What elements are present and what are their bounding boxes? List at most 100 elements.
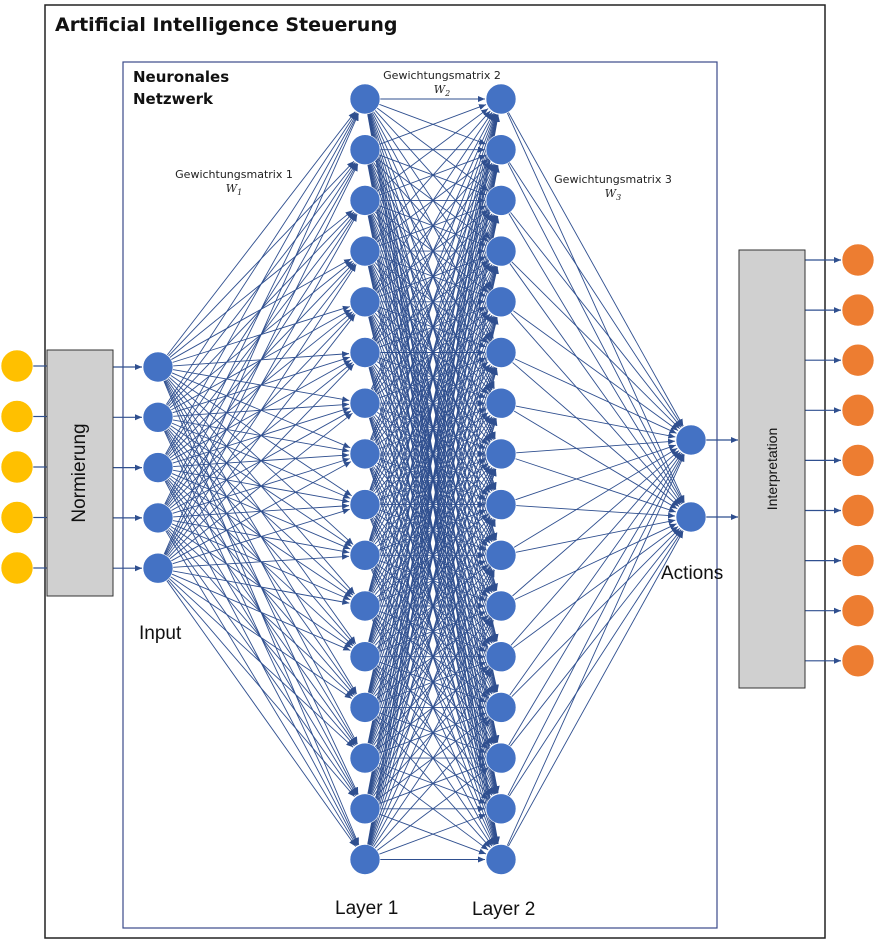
input-neuron: [142, 452, 174, 483]
input-neuron: [142, 401, 174, 433]
output-node: [841, 243, 875, 277]
connection-w2: [368, 367, 498, 846]
connection-w2: [372, 112, 493, 290]
layer2-neuron: [485, 286, 517, 318]
normalization-label: Normierung: [69, 423, 90, 523]
connection-w3: [509, 211, 682, 428]
connection-w2: [372, 669, 493, 848]
diagram-title: Artificial Intelligence Steuerung: [55, 14, 398, 36]
connection-w2: [367, 114, 499, 693]
connection-w2: [367, 266, 499, 845]
connection-w3: [507, 111, 684, 427]
layer2-neuron: [485, 185, 517, 216]
connection-w1: [172, 570, 350, 605]
connection-w3: [506, 112, 685, 503]
action-neuron: [675, 424, 707, 456]
connection-w2: [378, 104, 487, 145]
weight-matrix-2-symbol: W2: [433, 83, 451, 99]
interpretation-label: Interpretation: [764, 427, 780, 511]
connection-w1: [170, 576, 352, 699]
connection-w3: [509, 263, 683, 505]
layer2-neuron: [485, 337, 517, 368]
input-neuron: [142, 552, 174, 584]
weight-matrix-3-symbol: W3: [604, 187, 622, 203]
connection-w3: [507, 454, 685, 796]
connection-w3: [515, 518, 676, 553]
weight-matrix-2-name: Gewichtungsmatrix 2: [383, 69, 501, 82]
layer1-neuron: [349, 337, 381, 368]
connection-w3: [508, 530, 683, 797]
layer1-neuron: [349, 83, 381, 115]
connection-w2: [367, 165, 500, 845]
input-layer-label: Input: [139, 623, 182, 644]
normalization-box: [46, 349, 114, 597]
outer-frame: [44, 4, 826, 939]
connection-w1: [171, 573, 351, 651]
connection-w3: [514, 523, 677, 601]
connection-w2: [371, 112, 494, 340]
connection-w2: [367, 114, 500, 795]
connection-w3: [513, 410, 678, 510]
layer2-neuron: [485, 438, 517, 470]
connection-w1: [164, 113, 359, 505]
layer2-neuron: [485, 134, 517, 165]
layer1-neuron: [349, 286, 381, 318]
connection-w3: [507, 530, 684, 847]
connection-w3: [510, 312, 681, 506]
connection-w3: [512, 526, 679, 649]
actions-label: Actions: [661, 563, 724, 584]
output-node: [841, 293, 875, 327]
connection-w1: [166, 580, 357, 847]
layer1-neuron: [349, 793, 381, 825]
layer2-neuron: [485, 83, 517, 115]
connection-w2: [369, 468, 497, 846]
raw-input-node: [0, 400, 34, 433]
connection-w1: [170, 461, 352, 562]
connection-w3: [512, 310, 679, 431]
connection-w1: [164, 163, 359, 555]
connection-w2: [370, 569, 495, 846]
connection-w1: [163, 113, 359, 555]
input-neuron: [142, 502, 174, 534]
network-frame: [122, 61, 718, 929]
connection-w1: [166, 314, 356, 557]
connection-w1: [169, 412, 353, 560]
weight-matrix-2-label: Gewichtungsmatrix 2 W2: [378, 69, 506, 101]
connection-w2: [367, 215, 500, 845]
connection-w2: [376, 108, 489, 192]
weight-matrix-3-label: Gewichtungsmatrix 3 W3: [549, 173, 677, 205]
layer1-label: Layer 1: [335, 898, 399, 919]
layer1-neuron: [349, 844, 381, 875]
connection-w3: [515, 505, 676, 519]
connection-w3: [508, 453, 684, 746]
connection-w1: [172, 553, 350, 568]
network-title-line2: Netzwerk: [133, 90, 214, 108]
output-node: [841, 393, 875, 427]
layer2-label: Layer 2: [472, 899, 536, 920]
connection-w2: [368, 418, 498, 846]
connection-w3: [513, 447, 678, 548]
layer2-neuron: [485, 489, 517, 520]
connection-w1: [168, 578, 354, 748]
layer2-neuron: [485, 590, 517, 622]
nodes: [0, 83, 875, 875]
connection-w3: [509, 529, 682, 747]
connection-w2: [370, 113, 495, 390]
connection-w3: [515, 438, 676, 454]
layer1-neuron: [349, 539, 381, 571]
layer1-neuron: [349, 438, 381, 470]
connection-w3: [515, 444, 676, 501]
connection-w2: [376, 767, 489, 851]
output-node: [841, 594, 875, 628]
connection-w2: [369, 113, 496, 441]
connection-w2: [369, 114, 497, 491]
layer1-neuron: [349, 235, 381, 267]
layer1-neuron: [349, 692, 381, 723]
layer1-neuron: [349, 641, 381, 673]
connection-w3: [511, 450, 680, 597]
connection-w1: [165, 112, 357, 405]
connection-w1: [172, 508, 350, 565]
connection-w2: [374, 110, 491, 241]
